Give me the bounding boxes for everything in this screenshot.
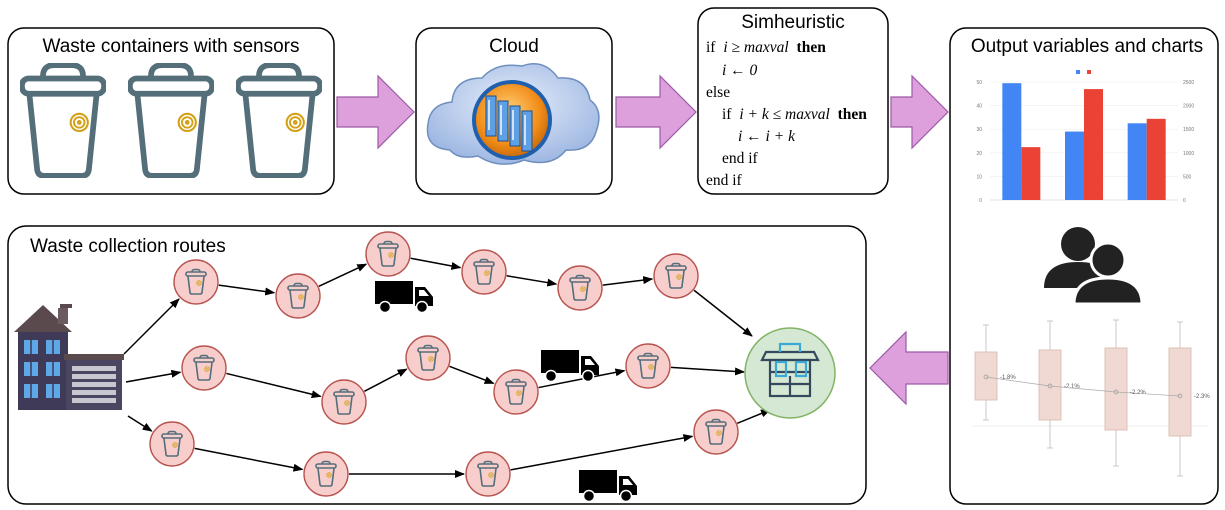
y-tick-right: 1500	[1183, 127, 1194, 133]
bin-node	[461, 249, 507, 295]
bin-node	[493, 369, 539, 415]
flow-arrow-right-icon	[615, 74, 697, 150]
svg-text:if i + k ≤ maxval: if i + k ≤ maxval then	[722, 106, 867, 123]
route-edge	[226, 372, 322, 399]
box-plot-box	[1038, 349, 1062, 421]
route-edge	[538, 368, 626, 389]
y-tick-left: 10	[976, 174, 982, 180]
svg-text:if i ≥ maxval: if i ≥ maxval then	[706, 39, 826, 56]
box-plot-box	[1168, 347, 1192, 437]
box-plot-box	[974, 351, 998, 401]
bin-node	[653, 253, 699, 299]
simheuristic-box: Simheuristic if i ≥ maxval then i ← 0 el…	[697, 7, 889, 195]
bar-blue	[1002, 83, 1022, 200]
route-edge	[670, 366, 745, 376]
containers-title: Waste containers with sensors	[43, 36, 300, 57]
route-edge	[410, 257, 462, 270]
algo-line: end if	[722, 150, 759, 167]
y-tick-left: 50	[976, 80, 982, 86]
route-edge	[602, 276, 654, 286]
y-tick-right: 500	[1183, 174, 1192, 180]
bar-red	[1084, 89, 1103, 200]
users-icon	[1044, 227, 1144, 306]
cloud-icon	[426, 63, 600, 165]
algorithm-pseudocode: if i ≥ maxval then i ← 0 else if i + k ≤…	[706, 39, 867, 189]
box-plot: -1.8% -2.1% -2.2% -2.3%	[972, 319, 1210, 477]
box-plot-label: -2.1%	[1064, 384, 1080, 390]
route-edge	[127, 415, 153, 432]
route-edge	[449, 365, 495, 385]
legend-swatch-blue	[1076, 70, 1080, 74]
y-tick-left: 40	[976, 104, 982, 110]
algo-line: i ← 0	[722, 62, 758, 79]
bin-node	[303, 451, 349, 497]
y-tick-left: 20	[976, 151, 982, 157]
flow-arrow-left-icon	[869, 330, 949, 406]
algo-condition: i ≥ maxval	[723, 39, 788, 56]
route-edges	[123, 257, 771, 478]
bin-node	[365, 231, 411, 277]
cloud-title: Cloud	[489, 36, 539, 57]
route-edge	[693, 289, 753, 337]
box-plot-label: -2.3%	[1194, 394, 1210, 400]
bin-node	[321, 379, 367, 425]
recycling-plant-node	[744, 327, 836, 419]
bin-node	[465, 451, 511, 497]
flow-arrow-right-icon	[336, 74, 415, 150]
flow-arrow-right-icon	[890, 74, 949, 150]
legend-swatch-red	[1087, 70, 1091, 74]
route-edge	[218, 284, 276, 296]
route-edge	[510, 434, 694, 471]
cloud-box: Cloud	[415, 27, 613, 195]
algo-keyword: then	[838, 106, 868, 123]
box-plot-box	[1104, 347, 1128, 431]
box-plot-label: -2.2%	[1130, 390, 1146, 396]
algo-keyword: if	[722, 106, 732, 123]
route-edge	[125, 369, 182, 383]
box-plot-label: -1.8%	[1000, 375, 1016, 381]
bar-chart: 50 40 30 20 10 0 2500 2000 1500 1000 500 0	[976, 70, 1194, 204]
y-tick-right: 1000	[1183, 151, 1194, 157]
simheuristic-title: Simheuristic	[741, 12, 844, 33]
bin-node	[557, 265, 603, 311]
bar-red	[1146, 118, 1166, 200]
bar-blue	[1065, 131, 1084, 200]
route-edge	[364, 368, 408, 392]
routes-box: Waste collection routes	[7, 225, 867, 505]
bin-node	[625, 343, 671, 389]
bar-red	[1021, 147, 1041, 200]
y-tick-left: 0	[979, 198, 982, 204]
route-edge	[194, 447, 304, 472]
bin-node	[405, 335, 451, 381]
algo-condition: i + k ≤ maxval	[739, 106, 829, 123]
y-tick-right: 2000	[1183, 104, 1194, 110]
y-tick-right: 2500	[1183, 80, 1194, 86]
bin-node	[149, 421, 195, 467]
routes-title: Waste collection routes	[30, 236, 226, 257]
algo-line: else	[706, 84, 730, 101]
output-box: Output variables and charts 50 40 30 20 10 0 2…	[949, 27, 1219, 505]
containers-box: Waste containers with sensors	[7, 27, 335, 195]
y-tick-right: 0	[1183, 198, 1186, 204]
algo-line: i ← i + k	[738, 128, 796, 145]
route-edge	[506, 275, 558, 287]
algo-line: end if	[706, 172, 743, 189]
route-nodes	[149, 231, 739, 497]
bin-node	[173, 259, 219, 305]
route-edge	[318, 263, 368, 287]
algo-keyword: if	[706, 39, 716, 56]
bin-node	[181, 345, 227, 391]
depot-building-icon	[14, 304, 124, 410]
recycling-plant-icon	[760, 342, 820, 398]
y-tick-left: 30	[976, 127, 982, 133]
output-title: Output variables and charts	[971, 36, 1203, 57]
bin-node	[693, 409, 739, 455]
bar-blue	[1127, 123, 1147, 200]
route-edge	[737, 409, 771, 425]
route-edge	[123, 298, 180, 355]
bin-node	[275, 273, 321, 319]
algo-keyword: then	[797, 39, 827, 56]
